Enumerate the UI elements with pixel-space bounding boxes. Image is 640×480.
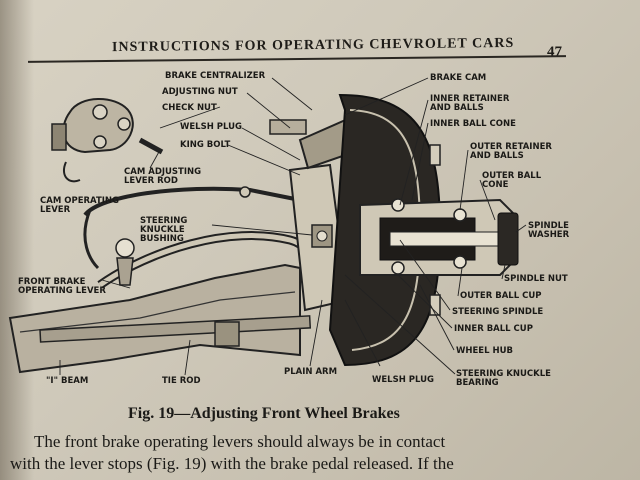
- label-wheel-hub: WHEEL HUB: [456, 346, 513, 356]
- label-cam-operating-lever: CAM OPERATING LEVER: [40, 196, 120, 215]
- label-adjusting-nut: ADJUSTING NUT: [162, 87, 238, 97]
- label-spindle-washer: SPINDLE WASHER: [528, 221, 570, 240]
- label-king-bolt: KING BOLT: [180, 140, 231, 150]
- label-welsh-plug-bottom: WELSH PLUG: [372, 375, 435, 385]
- cam-operating-lever-detail: [51, 98, 164, 183]
- label-check-nut: CHECK NUT: [162, 103, 217, 113]
- label-inner-ball-cone: INNER BALL CONE: [430, 119, 516, 129]
- label-spindle-nut: SPINDLE NUT: [504, 274, 568, 284]
- label-outer-ball-cone: OUTER BALL CONE: [482, 171, 542, 190]
- label-tie-rod: TIE ROD: [162, 376, 201, 386]
- label-inner-ball-cup: INNER BALL CUP: [454, 324, 533, 334]
- label-plain-arm: PLAIN ARM: [284, 367, 338, 377]
- body-text-line-2: with the lever stops (Fig. 19) with the …: [10, 454, 454, 473]
- label-cam-adjusting-lever-rod: CAM ADJUSTING LEVER ROD: [124, 167, 202, 186]
- body-text-line-1: The front brake operating levers should …: [34, 432, 446, 451]
- page-gutter-shadow: [0, 0, 34, 480]
- label-i-beam: "I" BEAM: [46, 376, 89, 386]
- label-inner-retainer-and-balls: INNER RETAINER AND BALLS: [430, 94, 510, 113]
- page-number: 47: [547, 44, 562, 60]
- tie-rod: [39, 315, 312, 343]
- brake-assembly-illustration: [8, 77, 527, 376]
- label-outer-retainer-and-balls: OUTER RETAINER AND BALLS: [470, 142, 552, 161]
- label-front-brake-operating-lever: FRONT BRAKE OPERATING LEVER: [18, 277, 106, 296]
- label-steering-knuckle-bushing: STEERING KNUCKLE BUSHING: [140, 216, 188, 244]
- label-outer-ball-cup: OUTER BALL CUP: [460, 291, 542, 301]
- figure-caption: Fig. 19—Adjusting Front Wheel Brakes: [128, 405, 400, 422]
- label-welsh-plug-top: WELSH PLUG: [180, 122, 243, 132]
- running-header: INSTRUCTIONS FOR OPERATING CHEVROLET CAR…: [111, 35, 515, 56]
- label-brake-centralizer: BRAKE CENTRALIZER: [165, 71, 266, 81]
- label-steering-knuckle-bearing: STEERING KNUCKLE BEARING: [456, 369, 551, 388]
- label-brake-cam: BRAKE CAM: [430, 73, 487, 83]
- label-steering-spindle: STEERING SPINDLE: [452, 307, 544, 317]
